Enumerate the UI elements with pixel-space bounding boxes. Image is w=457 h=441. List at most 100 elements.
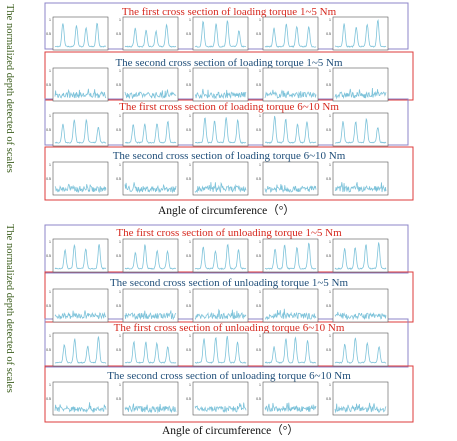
row-title-4: The second cross section of loading torq… [113, 150, 346, 162]
y-tick-label: 0.5 [186, 32, 191, 36]
y-tick-label: 1 [49, 114, 51, 118]
y-tick-label: 0.5 [116, 304, 121, 308]
series-line [124, 244, 176, 270]
x-axis-label-top: Angle of circumference（°） [158, 205, 295, 217]
y-tick-label: 0.5 [256, 177, 261, 181]
series-line [194, 88, 247, 100]
y-tick-label: 0.5 [46, 304, 51, 308]
y-tick-label: 1 [259, 290, 261, 294]
series-line [54, 402, 107, 414]
y-tick-label: 1 [49, 69, 51, 73]
y-tick-label: 1 [329, 114, 331, 118]
series-line [124, 340, 177, 364]
series-line [194, 402, 247, 413]
series-line [124, 89, 177, 100]
y-tick-label: 1 [119, 18, 121, 22]
row-frame-5 [44, 224, 409, 274]
y-tick-label: 1 [259, 69, 261, 73]
panel-box [332, 288, 389, 323]
y-tick-label: 1 [189, 114, 191, 118]
y-tick-label: 1 [119, 163, 121, 167]
y-tick-label: 0.5 [116, 83, 121, 87]
row-title-6: The second cross section of unloading to… [110, 277, 349, 289]
panel-box [122, 238, 179, 273]
series-line [124, 23, 177, 48]
y-tick-label: 1 [119, 114, 121, 118]
series-line [54, 243, 107, 270]
row-title-8: The second cross section of unloading to… [107, 370, 351, 382]
series-line [264, 402, 317, 413]
y-tick-label: 1 [119, 334, 121, 338]
y-tick-label: 1 [49, 383, 51, 387]
y-tick-label: 0.5 [186, 397, 191, 401]
y-tick-label: 0.5 [46, 128, 51, 132]
y-tick-label: 0.5 [256, 83, 261, 87]
y-tick-label: 0.5 [256, 348, 261, 352]
panel-box [332, 161, 389, 196]
series-line [54, 335, 107, 364]
y-tick-label: 1 [329, 334, 331, 338]
series-line [264, 183, 317, 194]
y-tick-label: 0.5 [326, 177, 331, 181]
y-tick-label: 1 [119, 240, 121, 244]
row-title-1: The first cross section of loading torqu… [122, 6, 337, 18]
row-frame-4 [44, 146, 414, 201]
panel-box [52, 16, 109, 51]
panel-box [122, 332, 179, 367]
y-tick-label: 1 [189, 290, 191, 294]
row-title-5: The first cross section of unloading tor… [116, 227, 342, 239]
y-tick-label: 1 [49, 163, 51, 167]
y-tick-label: 1 [49, 18, 51, 22]
y-tick-label: 1 [329, 240, 331, 244]
series-line [194, 335, 247, 364]
series-line [265, 308, 317, 321]
series-line [265, 115, 317, 144]
y-tick-label: 1 [329, 163, 331, 167]
y-tick-label: 0.5 [326, 348, 331, 352]
y-tick-label: 0.5 [326, 304, 331, 308]
series-line [54, 88, 107, 99]
y-tick-label: 0.5 [326, 397, 331, 401]
series-line [334, 19, 387, 48]
series-line [54, 183, 107, 194]
y-tick-label: 0.5 [186, 304, 191, 308]
series-line [264, 242, 317, 270]
y-tick-label: 1 [49, 290, 51, 294]
series-line [334, 337, 387, 364]
y-tick-label: 1 [259, 163, 261, 167]
panel-box [262, 288, 319, 323]
y-tick-label: 0.5 [186, 83, 191, 87]
row-title-7: The first cross section of unloading tor… [114, 322, 345, 334]
y-tick-label: 0.5 [116, 254, 121, 258]
y-tick-label: 1 [329, 290, 331, 294]
series-line [334, 311, 387, 321]
y-axis-label-top: The normalized depth detected of scales [4, 4, 15, 173]
y-tick-label: 1 [189, 163, 191, 167]
y-tick-label: 1 [259, 18, 261, 22]
y-tick-label: 0.5 [46, 254, 51, 258]
y-tick-label: 0.5 [116, 348, 121, 352]
x-axis-label-bottom: Angle of circumference（°） [162, 425, 299, 437]
y-tick-label: 1 [189, 334, 191, 338]
series-line [54, 22, 106, 48]
series-line [334, 402, 387, 414]
y-tick-label: 1 [49, 240, 51, 244]
series-line [334, 87, 387, 100]
y-tick-label: 1 [329, 18, 331, 22]
y-tick-label: 1 [189, 18, 191, 22]
y-tick-label: 0.5 [116, 397, 121, 401]
series-line [194, 308, 247, 320]
y-tick-label: 0.5 [186, 128, 191, 132]
y-tick-label: 0.5 [46, 348, 51, 352]
y-tick-label: 1 [329, 69, 331, 73]
y-tick-label: 0.5 [326, 254, 331, 258]
series-line [264, 336, 316, 364]
y-tick-label: 1 [119, 290, 121, 294]
row-title-3: The first cross section of loading torqu… [119, 101, 339, 113]
panel-box [122, 16, 179, 51]
y-tick-label: 0.5 [46, 177, 51, 181]
y-tick-label: 0.5 [46, 83, 51, 87]
panel-box [192, 381, 249, 416]
y-tick-label: 0.5 [326, 32, 331, 36]
